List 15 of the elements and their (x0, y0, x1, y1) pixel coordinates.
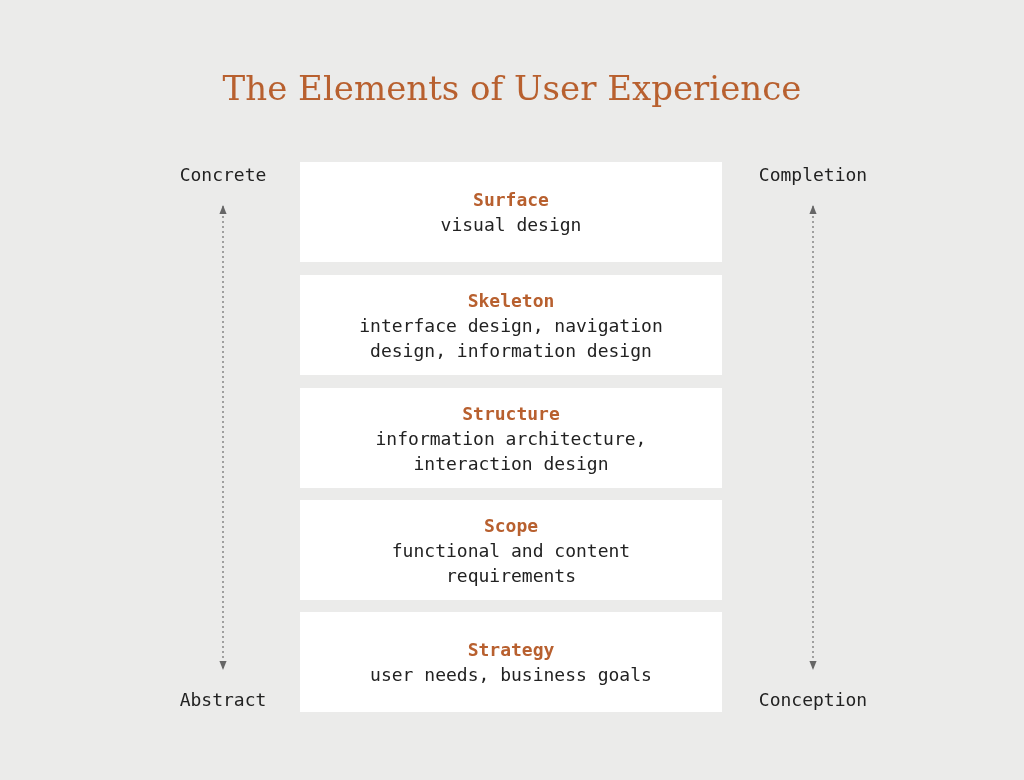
layer-description: visual design (440, 213, 582, 237)
axis-label: Conception (757, 689, 869, 710)
layer-title: Strategy (467, 638, 555, 662)
layer-description: user needs, business goals (370, 663, 652, 687)
axis-label: Completion (757, 164, 869, 185)
layer-title: Skeleton (467, 288, 555, 313)
axis-label: Concrete (178, 164, 268, 185)
layer-title: Surface (473, 188, 549, 212)
axis-label: Abstract (178, 689, 268, 710)
layer-title: Structure (462, 401, 560, 426)
layer-description: functional and content requirements (390, 538, 632, 588)
layer-description: information architecture, interaction design (374, 426, 648, 476)
diagram-title: The Elements of User Experience (222, 68, 802, 108)
layer-title: Scope (483, 513, 539, 538)
layer-description: interface design, navigation design, information design (358, 313, 664, 363)
